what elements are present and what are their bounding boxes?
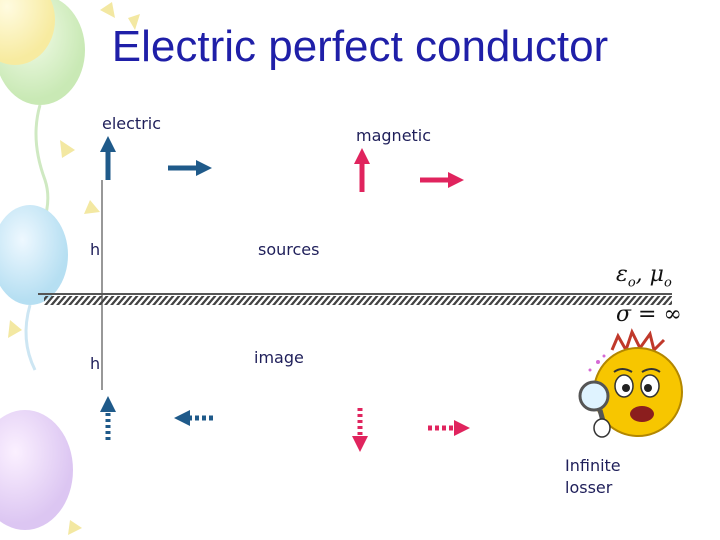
balloon-blue-left: [0, 205, 68, 371]
magnetic-horizontal-source-arrow: [420, 172, 464, 188]
electric-vertical-image-arrow: [100, 396, 116, 440]
slide-title: Electric perfect conductor: [111, 22, 609, 71]
conductor-hatching: [44, 296, 672, 305]
image-label: image: [254, 348, 304, 367]
electric-vertical-source-arrow: [100, 136, 116, 180]
electric-horizontal-source-arrow: [168, 160, 212, 176]
magnetic-vertical-source-arrow: [354, 148, 370, 192]
perfect-conductor-plane: [38, 293, 672, 305]
confetti: [8, 2, 140, 535]
electric-label: electric: [102, 114, 162, 133]
magnetic-horizontal-image-arrow: [428, 420, 470, 436]
magnetic-label: magnetic: [356, 126, 432, 145]
balloon-purple-bottom: [0, 410, 73, 530]
height-label-image: h: [90, 354, 101, 373]
caption-line-2: losser: [565, 478, 613, 497]
balloon-yellow-top: [0, 0, 55, 65]
conductivity-symbol: σ = ∞: [616, 302, 682, 327]
sources-label: sources: [258, 240, 320, 259]
medium-parameters: εo, μo: [616, 262, 672, 291]
electric-horizontal-image-arrow: [174, 410, 214, 426]
magnetic-vertical-image-arrow: [352, 408, 368, 452]
height-label-source: h: [90, 240, 101, 259]
epsilon-symbol: ε: [616, 262, 628, 287]
mu-subscript: o: [663, 275, 672, 291]
epsilon-subscript: o: [627, 275, 636, 291]
caption-line-1: Infinite: [565, 456, 621, 475]
mu-symbol: μ: [649, 262, 664, 287]
magnifier-face-icon: [578, 328, 683, 438]
